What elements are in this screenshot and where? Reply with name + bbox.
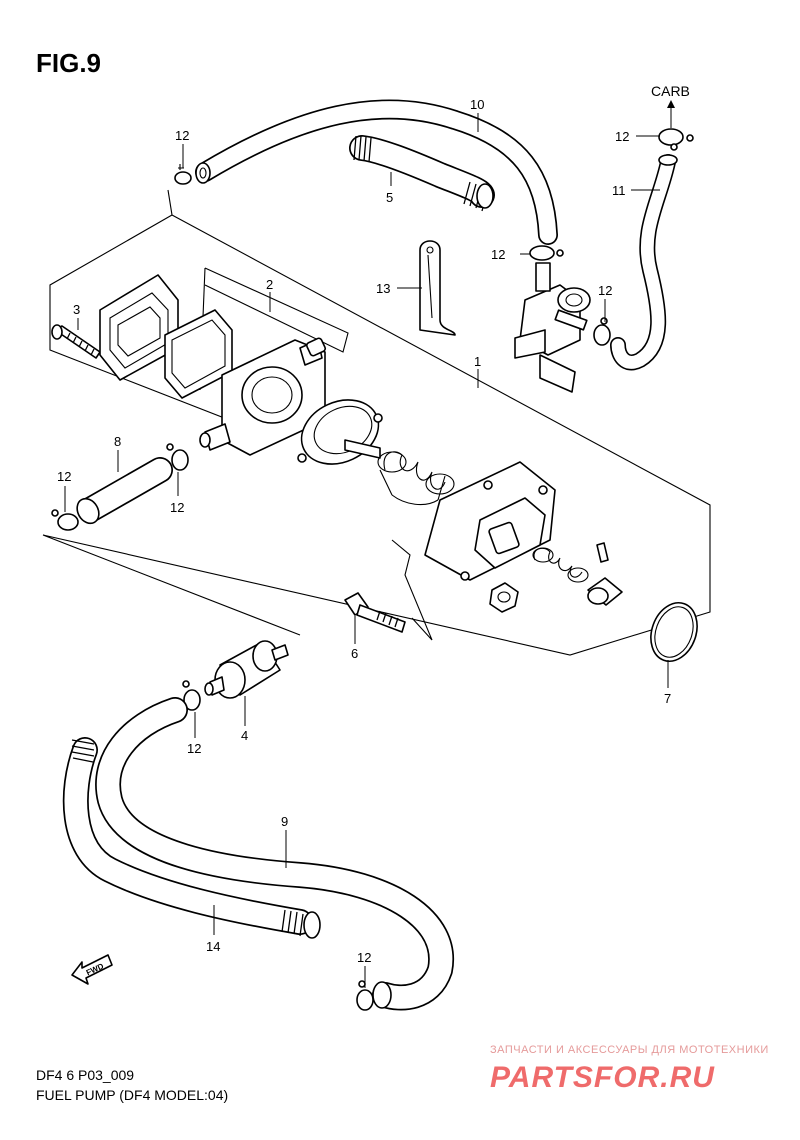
callout-7: 7 — [664, 691, 671, 706]
fwd-arrow-icon: FWD — [71, 954, 113, 985]
callout-13: 13 — [376, 281, 390, 296]
callout-12-pipe-right: 12 — [170, 500, 184, 515]
clamp-12-pipe-left — [51, 509, 79, 531]
callout-12-side: 12 — [598, 283, 612, 298]
clamp-12-fuelcock — [529, 245, 564, 261]
watermark: ЗАПЧАСТИ И АКСЕССУАРЫ ДЛЯ МОТОТЕХНИКИ PA… — [490, 1044, 769, 1094]
callout-12-pipe-left: 12 — [57, 469, 71, 484]
clamp-12-carb — [658, 128, 694, 151]
fuel-cock — [514, 262, 591, 393]
assembly-frame-1 — [42, 189, 711, 656]
callout-10: 10 — [470, 97, 484, 112]
callout-12-filter: 12 — [187, 741, 201, 756]
callout-6: 6 — [351, 646, 358, 661]
cover-bracket — [391, 539, 433, 641]
callout-3: 3 — [73, 302, 80, 317]
callout-2: 2 — [266, 277, 273, 292]
callout-12-fuelcock: 12 — [491, 247, 505, 262]
callout-12-carb: 12 — [615, 129, 629, 144]
callout-1: 1 — [474, 354, 481, 369]
diagram-caption: FUEL PUMP (DF4 MODEL:04) — [36, 1087, 228, 1103]
clamp-12-top-left — [174, 164, 192, 185]
cover-plate — [424, 461, 556, 581]
clamp-12-side — [593, 317, 611, 346]
clamp-12-filter — [182, 680, 201, 711]
callout-5: 5 — [386, 190, 393, 205]
hose-14 — [62, 737, 321, 939]
callout-11: 11 — [612, 183, 626, 198]
callout-numbers: 10 12 12 5 11 12 2 13 12 3 1 8 12 12 6 7… — [57, 97, 671, 965]
hose-11 — [610, 154, 678, 371]
callout-9: 9 — [281, 814, 288, 829]
spring-large — [377, 451, 455, 506]
fwd-label: FWD — [85, 961, 106, 977]
callout-12-top-left: 12 — [175, 128, 189, 143]
figure-title: FIG.9 — [36, 48, 101, 78]
callout-8: 8 — [114, 434, 121, 449]
hose-10 — [195, 99, 558, 245]
carb-label: CARB — [651, 83, 690, 99]
leader-lines — [64, 113, 669, 988]
fuel-filter-4 — [204, 640, 289, 699]
diaphragm-disc — [297, 399, 383, 465]
bolt-6 — [344, 592, 406, 633]
callout-14: 14 — [206, 939, 220, 954]
hose-5 — [349, 135, 495, 212]
callout-4: 4 — [241, 728, 248, 743]
spring-small — [532, 547, 589, 583]
bracket-13 — [419, 240, 456, 336]
carb-arrow-icon — [667, 100, 675, 128]
hose-9 — [95, 697, 455, 1011]
clamp-12-pipe-right — [166, 443, 189, 471]
nut — [489, 582, 519, 613]
pipe-8 — [76, 457, 173, 525]
callout-12-bottom: 12 — [357, 950, 371, 965]
diagram-code: DF4 6 P03_009 — [36, 1067, 134, 1083]
watermark-brand: PARTSFOR.RU — [490, 1061, 715, 1094]
oring-7 — [650, 602, 698, 662]
watermark-tagline: ЗАПЧАСТИ И АКСЕССУАРЫ ДЛЯ МОТОТЕХНИКИ — [490, 1044, 769, 1056]
valve-plug — [587, 542, 623, 606]
